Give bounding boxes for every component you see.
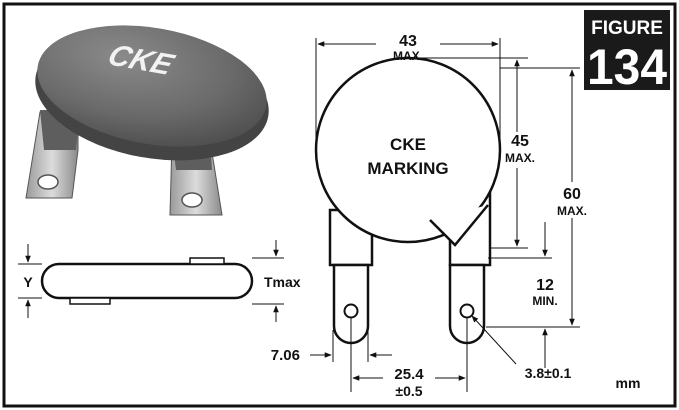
side-view-lead-bottom <box>69 297 111 305</box>
side-view-tmax-label: Tmax <box>264 274 301 290</box>
units-label: mm <box>616 375 641 391</box>
dim-body-height-note: MAX. <box>505 151 535 165</box>
dim-lead-width-value: 7.06 <box>271 347 300 364</box>
side-view-lead-top <box>189 257 225 265</box>
side-view-y-label: Y <box>23 274 33 290</box>
side-view: Y Tmax <box>18 240 301 322</box>
dim-hole-diameter-value: 3.8±0.1 <box>525 365 572 381</box>
dim-lead-width: 7.06 <box>271 330 392 364</box>
dim-total-height-note: MAX. <box>557 204 587 218</box>
dim-body-height-value: 45 <box>511 133 529 150</box>
product-photo: CKE <box>25 25 269 216</box>
dim-total-height: 60 MAX. <box>486 67 587 328</box>
front-view-disc <box>314 56 502 244</box>
front-lead-right-hole <box>459 303 475 319</box>
front-view-marking-line1: CKE <box>390 135 426 154</box>
dim-lead-length: 12 MIN. <box>488 222 558 368</box>
figure-number: 134 <box>587 39 667 95</box>
front-view-marking-line2: MARKING <box>367 159 448 178</box>
side-view-body <box>40 262 254 300</box>
figure-label: FIGURE <box>591 18 663 39</box>
photo-disc <box>37 25 267 147</box>
dim-width-note: MAX. <box>393 49 423 63</box>
dim-width-value: 43 <box>399 33 417 50</box>
dim-total-height-value: 60 <box>563 186 581 203</box>
dim-lead-length-value: 12 <box>536 277 554 294</box>
dim-lead-length-note: MIN. <box>532 294 557 308</box>
dim-hole-diameter: 3.8±0.1 <box>471 315 572 381</box>
front-view: CKE MARKING <box>314 56 502 345</box>
dim-body-height: 45 MAX. <box>410 57 535 249</box>
front-lead-left-hole <box>343 303 359 319</box>
figure-badge: FIGURE 134 <box>584 10 670 95</box>
dim-lead-spacing-value: 25.4 <box>394 366 424 383</box>
dim-width: 43 MAX. <box>315 33 501 140</box>
dim-lead-spacing: 25.4 ±0.5 <box>350 318 468 399</box>
dim-lead-spacing-tolerance: ±0.5 <box>395 383 422 399</box>
